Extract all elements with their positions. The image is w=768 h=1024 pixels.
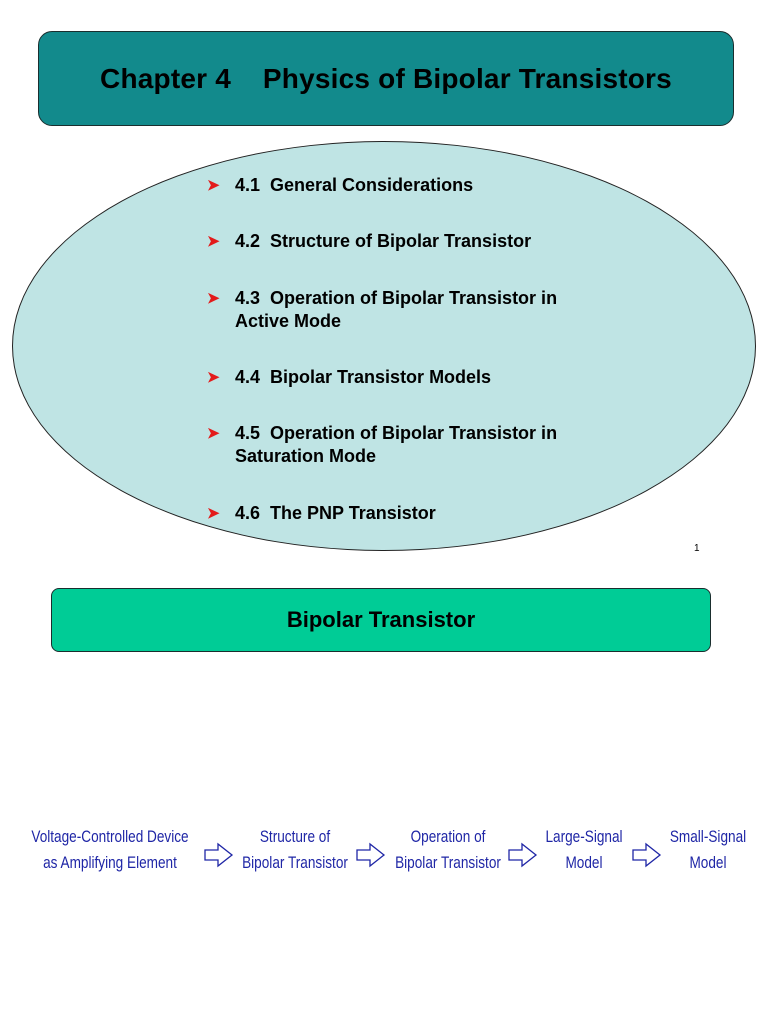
flow-step-operation: Operation of Bipolar Transistor <box>392 824 504 876</box>
flow-step-small-signal-model: Small-Signal Model <box>663 824 753 876</box>
flow-step-line: Structure of <box>259 827 331 846</box>
arrow-bullet-icon: ➤ <box>207 369 220 386</box>
arrow-bullet-icon: ➤ <box>207 290 220 307</box>
section-title-box: Bipolar Transistor <box>51 588 711 652</box>
flow-step-line: as Amplifying Element <box>43 853 177 872</box>
toc-item: ➤ 4.6 The PNP Transistor <box>207 502 647 525</box>
toc-item-label: 4.6 The PNP Transistor <box>235 503 436 523</box>
flow-step-line: Operation of <box>410 827 486 846</box>
arrow-bullet-icon: ➤ <box>207 177 220 194</box>
toc-item-label: 4.2 Structure of Bipolar Transistor <box>235 231 532 251</box>
arrow-bullet-icon: ➤ <box>207 505 220 522</box>
chapter-title: Chapter 4 Physics of Bipolar Transistors <box>100 62 672 94</box>
flow-step-line: Bipolar Transistor <box>395 853 501 872</box>
toc-ellipse <box>12 141 756 551</box>
flow-step-line: Large-Signal <box>545 827 623 846</box>
flow-step-voltage-controlled-device: Voltage-Controlled Device as Amplifying … <box>30 824 190 876</box>
toc-item: ➤ 4.4 Bipolar Transistor Models <box>207 366 647 389</box>
page-number: 1 <box>694 543 700 554</box>
flow-step-line: Small-Signal <box>669 827 747 846</box>
flow-step-line: Voltage-Controlled Device <box>31 827 189 846</box>
arrow-bullet-icon: ➤ <box>207 233 220 250</box>
hollow-right-arrow-icon <box>356 842 386 868</box>
flow-step-line: Model <box>689 853 727 872</box>
toc-item-label: 4.3 Operation of Bipolar Transistor in A… <box>235 288 558 331</box>
flow-step-line: Model <box>565 853 603 872</box>
toc-item: ➤ 4.1 General Considerations <box>207 174 647 197</box>
chapter-title-box: Chapter 4 Physics of Bipolar Transistors <box>38 31 734 126</box>
toc-item-label: 4.1 General Considerations <box>235 175 474 195</box>
flow-diagram: Voltage-Controlled Device as Amplifying … <box>0 820 768 890</box>
hollow-right-arrow-icon <box>508 842 538 868</box>
toc-item-label: 4.5 Operation of Bipolar Transistor in S… <box>235 423 558 466</box>
flow-step-structure: Structure of Bipolar Transistor <box>239 824 351 876</box>
toc-item-label: 4.4 Bipolar Transistor Models <box>235 367 492 387</box>
arrow-bullet-icon: ➤ <box>207 425 220 442</box>
hollow-right-arrow-icon <box>632 842 662 868</box>
toc-item: ➤ 4.5 Operation of Bipolar Transistor in… <box>207 422 647 468</box>
toc-item: ➤ 4.2 Structure of Bipolar Transistor <box>207 230 647 253</box>
flow-step-large-signal-model: Large-Signal Model <box>539 824 629 876</box>
hollow-right-arrow-icon <box>204 842 234 868</box>
section-title: Bipolar Transistor <box>286 607 476 632</box>
flow-step-line: Bipolar Transistor <box>242 853 348 872</box>
toc-item: ➤ 4.3 Operation of Bipolar Transistor in… <box>207 287 647 333</box>
